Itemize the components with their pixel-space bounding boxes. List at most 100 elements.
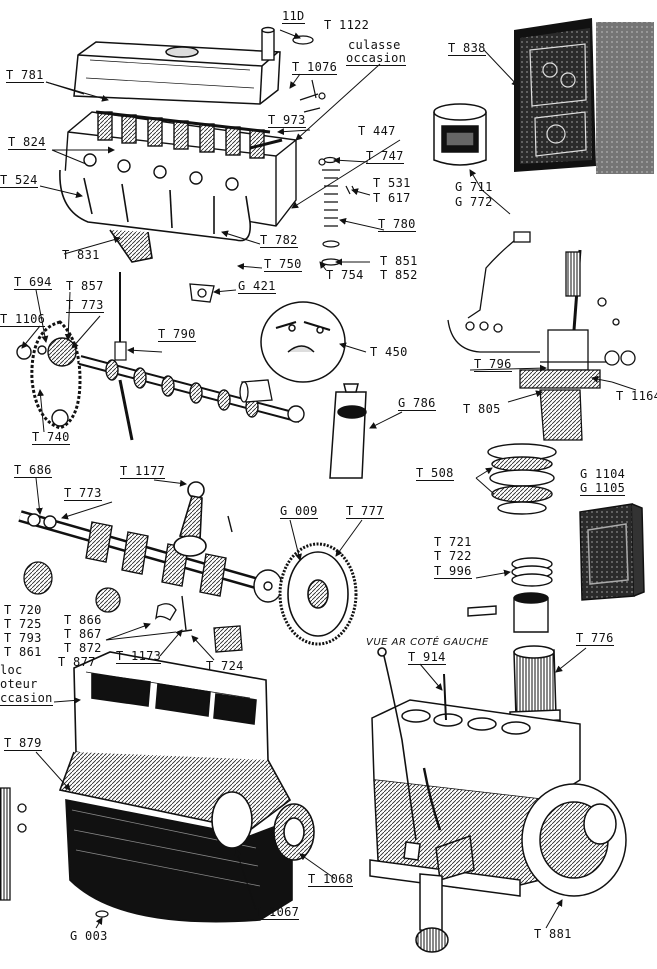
oil-can bbox=[433, 103, 487, 166]
label-g711: G 711 bbox=[455, 180, 493, 194]
label-t721: T 721 bbox=[434, 535, 472, 549]
label-t861: T 861 bbox=[4, 645, 42, 659]
label-t805: T 805 bbox=[463, 402, 501, 416]
bearing-bush bbox=[239, 379, 273, 403]
dipstick bbox=[377, 647, 417, 841]
label-rear-left-view: VUE AR COTÉ GAUCHE bbox=[366, 637, 489, 648]
engine-block-left bbox=[58, 651, 315, 923]
label-moteur: oteur bbox=[0, 677, 38, 691]
label-g772: G 772 bbox=[455, 195, 493, 209]
label-t866: T 866 bbox=[64, 613, 102, 627]
pushrod bbox=[114, 272, 127, 361]
oil-filter-box bbox=[579, 503, 645, 601]
label-t773-crank: T 773 bbox=[64, 486, 102, 501]
label-g009: G 009 bbox=[280, 504, 318, 519]
label-t531: T 531 bbox=[373, 176, 411, 190]
label-t996: T 996 bbox=[434, 564, 472, 579]
crankshaft bbox=[18, 510, 283, 603]
cylinder-liner bbox=[509, 645, 561, 723]
oil-filler-tube bbox=[261, 26, 275, 61]
label-g1105: G 1105 bbox=[580, 481, 626, 496]
label-t1177: T 1177 bbox=[120, 464, 166, 479]
label-t754: T 754 bbox=[326, 268, 364, 282]
label-t447: T 447 bbox=[358, 124, 396, 138]
rocker-cover bbox=[73, 41, 281, 105]
label-t524: T 524 bbox=[0, 173, 38, 188]
label-culasse: culasse bbox=[348, 38, 401, 52]
label-t1106: T 1106 bbox=[0, 312, 46, 327]
label-t617: T 617 bbox=[373, 191, 411, 205]
label-t872: T 872 bbox=[64, 641, 102, 655]
label-t790: T 790 bbox=[158, 327, 196, 342]
label-t1068: T 1068 bbox=[308, 872, 354, 887]
leader-lines bbox=[21, 29, 637, 929]
label-t722: T 722 bbox=[434, 549, 472, 563]
engine-block-right bbox=[369, 673, 627, 897]
label-t508: T 508 bbox=[416, 466, 454, 481]
label-t796: T 796 bbox=[474, 357, 512, 372]
flywheel bbox=[278, 542, 358, 646]
label-t973: T 973 bbox=[268, 113, 306, 128]
label-t720: T 720 bbox=[4, 603, 42, 617]
label-t793: T 793 bbox=[4, 631, 42, 645]
label-t857: T 857 bbox=[66, 279, 104, 293]
label-t877: T 877 bbox=[58, 655, 96, 669]
label-g1104: G 1104 bbox=[580, 467, 626, 481]
sealant-tube bbox=[329, 383, 367, 479]
label-occasion-head: occasion bbox=[346, 51, 407, 66]
label-t914: T 914 bbox=[408, 650, 446, 665]
label-t1067: T 1067 bbox=[254, 905, 300, 920]
label-11d: 11D bbox=[282, 9, 305, 24]
filter-gasket-stack bbox=[487, 443, 557, 515]
distributor-assembly bbox=[447, 231, 636, 441]
label-t686: T 686 bbox=[14, 463, 52, 478]
oil-pump-strainer bbox=[403, 841, 449, 953]
label-t867: T 867 bbox=[64, 627, 102, 641]
connecting-rod bbox=[173, 481, 207, 557]
label-t782: T 782 bbox=[260, 233, 298, 248]
label-t777: T 777 bbox=[346, 504, 384, 519]
label-t450: T 450 bbox=[370, 345, 408, 359]
label-t1164: T 1164 bbox=[616, 389, 657, 403]
timing-chain bbox=[16, 320, 82, 430]
drain-washer bbox=[95, 910, 109, 918]
label-t780: T 780 bbox=[378, 217, 416, 232]
small-gasket bbox=[189, 283, 215, 303]
label-g786: G 786 bbox=[398, 396, 436, 411]
label-t879: T 879 bbox=[4, 736, 42, 751]
label-g421: G 421 bbox=[238, 279, 276, 294]
gasket-set-box bbox=[514, 18, 654, 174]
label-g003: G 003 bbox=[70, 929, 108, 943]
gasket-ring bbox=[292, 35, 314, 45]
piston bbox=[467, 592, 549, 633]
label-t1122: T 1122 bbox=[324, 18, 370, 32]
piston-rings bbox=[511, 557, 553, 587]
label-occasion-block: ccasion bbox=[0, 691, 53, 706]
valve-spring-stack bbox=[321, 156, 357, 266]
label-t776: T 776 bbox=[576, 631, 614, 646]
label-t824: T 824 bbox=[8, 135, 46, 150]
rocker-bolts bbox=[249, 79, 326, 166]
label-t740: T 740 bbox=[32, 430, 70, 445]
label-t838: T 838 bbox=[448, 41, 486, 56]
left-edge-part bbox=[0, 787, 27, 901]
label-t881: T 881 bbox=[534, 927, 572, 941]
label-t831: T 831 bbox=[62, 248, 100, 262]
label-t724: T 724 bbox=[206, 659, 244, 673]
label-t694: T 694 bbox=[14, 275, 52, 290]
label-t747: T 747 bbox=[366, 149, 404, 164]
label-t773-cam: T 773 bbox=[66, 298, 104, 313]
label-t750: T 750 bbox=[264, 257, 302, 272]
label-t781: T 781 bbox=[6, 68, 44, 83]
label-bloc: loc bbox=[0, 663, 23, 677]
small-bearings bbox=[23, 561, 243, 653]
label-t1076: T 1076 bbox=[292, 60, 338, 75]
oil-pump-disc bbox=[260, 301, 346, 383]
label-t852: T 852 bbox=[380, 268, 418, 282]
label-t725: T 725 bbox=[4, 617, 42, 631]
label-t1173: T 1173 bbox=[116, 649, 162, 664]
exhaust-manifold bbox=[59, 169, 252, 263]
label-t851: T 851 bbox=[380, 254, 418, 268]
